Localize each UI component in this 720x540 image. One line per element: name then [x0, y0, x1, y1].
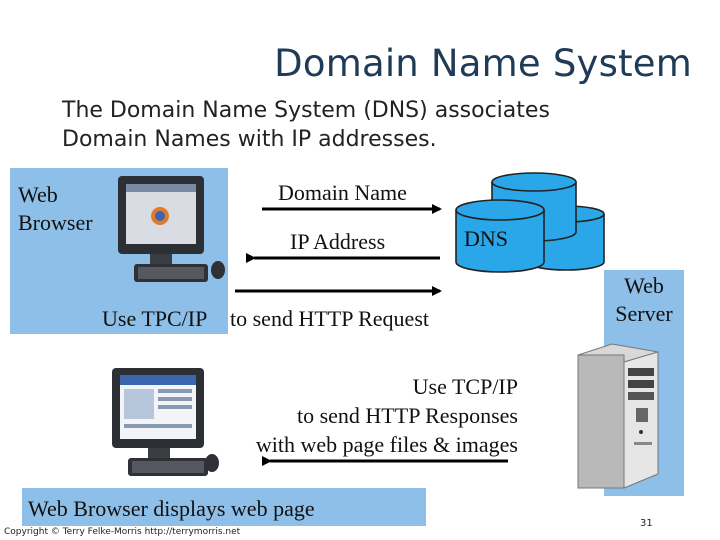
- slide-title: Domain Name System: [274, 42, 692, 85]
- page-number: 31: [640, 518, 653, 529]
- dns-database-icon: [455, 172, 605, 273]
- web-server-label: Web Server: [615, 273, 673, 326]
- browser-display-label: Web Browser displays web page: [28, 496, 315, 521]
- tcp-request-label-part1: Use TPC/IP: [102, 306, 208, 331]
- display-label-panel: [22, 488, 426, 526]
- ip-address-label: IP Address: [290, 229, 386, 254]
- intro-text: The Domain Name System (DNS) associates …: [62, 98, 550, 152]
- dns-label: DNS: [464, 226, 509, 251]
- http-response-label: Use TCP/IP to send HTTP Responses with w…: [255, 374, 518, 457]
- tcp-request-panel: [10, 300, 228, 334]
- domain-name-label: Domain Name: [278, 180, 407, 205]
- browser-computer-icon: [118, 176, 225, 282]
- tcp-request-label-part2: to send HTTP Request: [230, 306, 429, 331]
- copyright-text: Copyright © Terry Felke-Morris http://te…: [4, 527, 241, 537]
- browser-display-computer-icon: [112, 368, 219, 476]
- web-server-icon: [577, 343, 659, 489]
- web-browser-label: Web Browser: [18, 182, 93, 235]
